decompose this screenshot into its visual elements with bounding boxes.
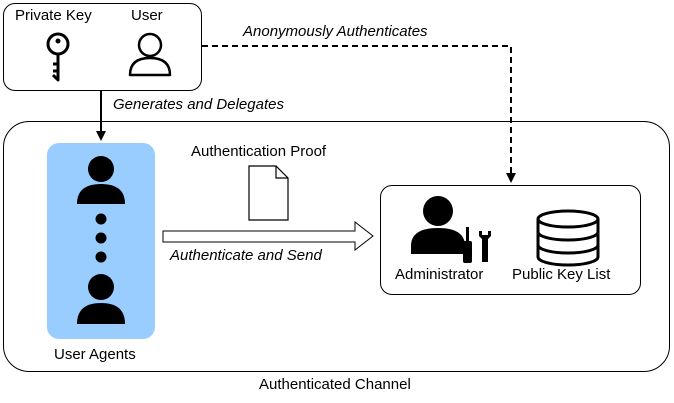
- person-icon: [77, 156, 125, 204]
- admin-icon: [411, 196, 465, 254]
- wrench-screwdriver-icon: [463, 227, 491, 263]
- user-label: User: [131, 7, 163, 24]
- user-icon: [128, 32, 172, 77]
- authentication-proof-label: Authentication Proof: [191, 143, 327, 160]
- anonymously-authenticates-label: Anonymously Authenticates: [243, 23, 428, 40]
- public-key-list-label: Public Key List: [512, 266, 611, 283]
- database-icon: [536, 209, 600, 267]
- private-key-label: Private Key: [15, 7, 92, 24]
- person-icon: [77, 274, 125, 324]
- user-agents-label: User Agents: [54, 346, 136, 363]
- administrator-label: Administrator: [395, 266, 484, 283]
- generates-and-delegates-label: Generates and Delegates: [113, 96, 284, 113]
- authenticate-and-send-arrow: [162, 220, 374, 252]
- document-icon: [248, 165, 289, 221]
- anonymously-authenticates-arrow: [202, 45, 516, 183]
- authenticate-and-send-label: Authenticate and Send: [170, 247, 322, 264]
- key-icon: [46, 32, 70, 82]
- authenticated-channel-label: Authenticated Channel: [259, 376, 411, 393]
- ellipsis-dots: [95, 213, 107, 263]
- user-box: [3, 3, 202, 91]
